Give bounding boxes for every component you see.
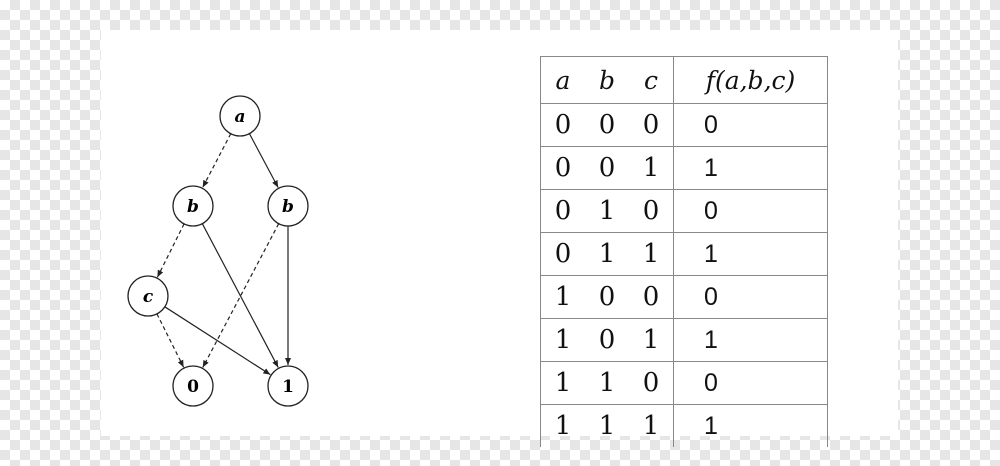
- node-zero: 0: [172, 365, 214, 407]
- cell-f: 1: [673, 146, 828, 190]
- node-circle: [267, 185, 309, 227]
- edge-b2-to-zero: [202, 223, 280, 368]
- edge-c-to-zero: [156, 313, 185, 368]
- cell-a: 1: [540, 361, 585, 405]
- node-label: c: [143, 287, 154, 307]
- node-label: b: [187, 197, 199, 217]
- edges: [156, 133, 291, 376]
- cell-c: 1: [629, 146, 674, 190]
- cell-f: 0: [673, 275, 828, 319]
- header-c: c: [629, 56, 674, 104]
- table-row: 1 0 0 0: [540, 275, 828, 319]
- table-row: 0 1 1 1: [540, 232, 828, 276]
- node-a: a: [219, 95, 261, 137]
- cell-c: 0: [629, 275, 674, 319]
- cell-f: 0: [673, 189, 828, 233]
- cell-f: 1: [673, 232, 828, 276]
- cell-b: 0: [585, 146, 629, 190]
- cell-a: 0: [540, 232, 585, 276]
- cell-a: 0: [540, 146, 585, 190]
- cell-c: 1: [629, 318, 674, 362]
- cell-c: 0: [629, 103, 674, 147]
- node-label: a: [234, 107, 245, 127]
- cell-c: 1: [629, 404, 674, 447]
- edge-a-to-b2: [248, 133, 279, 188]
- node-c: c: [127, 275, 169, 317]
- node-one: 1: [267, 365, 309, 407]
- cell-a: 1: [540, 318, 585, 362]
- cell-a: 0: [540, 103, 585, 147]
- cell-f: 1: [673, 404, 828, 447]
- cell-c: 1: [629, 232, 674, 276]
- cell-a: 0: [540, 189, 585, 233]
- table-row: 0 0 1 1: [540, 146, 828, 190]
- edge-b1-to-c: [156, 223, 185, 278]
- node-circle: [172, 185, 214, 227]
- cell-b: 1: [585, 189, 629, 233]
- node-circle: [267, 365, 309, 407]
- node-circle: [127, 275, 169, 317]
- cell-b: 0: [585, 318, 629, 362]
- cell-f: 0: [673, 361, 828, 405]
- cell-b: 0: [585, 103, 629, 147]
- table-row: 1 1 1 1: [540, 404, 828, 447]
- cell-b: 1: [585, 232, 629, 276]
- node-b1: b: [172, 185, 214, 227]
- cell-b: 1: [598, 411, 616, 441]
- node-label: 0: [187, 377, 199, 397]
- nodes: a b b c 0 1: [127, 95, 309, 407]
- header-f: f(a,b,c): [673, 56, 828, 104]
- node-label: b: [282, 197, 294, 217]
- node-label: 1: [282, 377, 294, 397]
- cell-c: 0: [629, 189, 674, 233]
- cell-c: 0: [629, 361, 674, 405]
- cell-b: 1: [585, 361, 629, 405]
- cell-f: 1: [673, 318, 828, 362]
- edge-a-to-b1: [202, 133, 232, 188]
- table-row: 1 0 1 1: [540, 318, 828, 362]
- table-row: 0 1 0 0: [540, 189, 828, 233]
- cell-a: 1: [540, 404, 585, 447]
- table-row: 1 1 0 0: [540, 361, 828, 405]
- node-circle: [219, 95, 261, 137]
- truth-table: a b c f(a,b,c) 0 0 0 0 0 0 1 1 0 1 0: [540, 56, 828, 447]
- node-circle: [172, 365, 214, 407]
- header-b: b: [585, 56, 629, 104]
- bdd-diagram: a b b c 0 1: [127, 95, 309, 407]
- header-a: a: [540, 56, 585, 104]
- edge-c-to-one: [164, 306, 271, 376]
- cell-a: 1: [540, 275, 585, 319]
- table-row: 0 0 0 0: [540, 103, 828, 147]
- cell-b: 0: [585, 275, 629, 319]
- cell-f: 0: [673, 103, 828, 147]
- table-header-row: a b c f(a,b,c): [540, 56, 828, 104]
- node-b2: b: [267, 185, 309, 227]
- edge-b1-to-one: [201, 223, 279, 368]
